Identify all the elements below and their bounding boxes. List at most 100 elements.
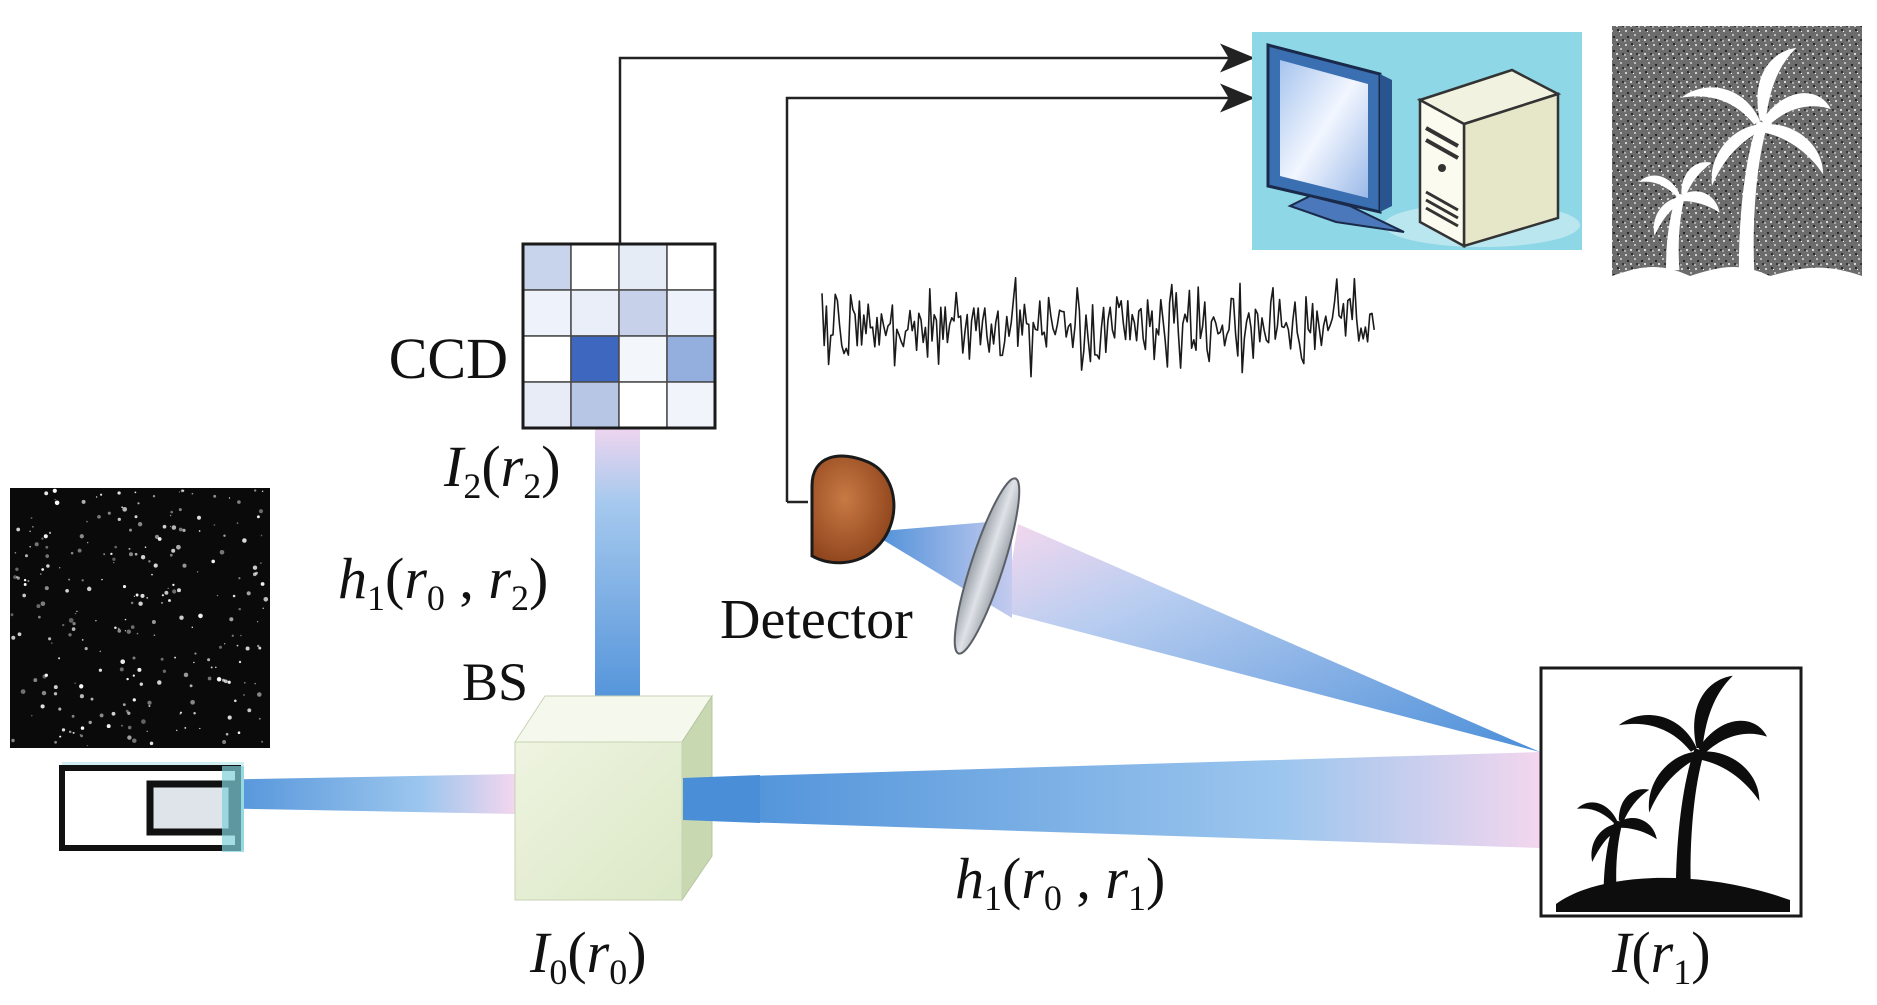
speckle-dot (22, 593, 27, 598)
speckle-dot (48, 637, 52, 641)
speckle-dot (231, 634, 234, 637)
speckle-dot (121, 724, 123, 727)
speckle-dot (100, 493, 103, 496)
speckle-dot (211, 559, 215, 564)
speckle-dot (31, 714, 33, 717)
speckle-dot (223, 534, 226, 537)
speckle-dot (80, 734, 83, 738)
speckle-dot (72, 621, 76, 626)
speckle-dot (68, 578, 71, 581)
speckle-dot (126, 629, 132, 634)
reconstructed-image (1612, 26, 1862, 276)
speckle-dot (51, 642, 53, 644)
speckle-dot (168, 599, 171, 602)
speckle-dot (13, 575, 17, 579)
speckle-dot (11, 635, 16, 640)
ccd-pixel (618, 335, 668, 383)
ccd-pixel (666, 243, 716, 291)
speckle-dot (260, 534, 263, 537)
speckle-dot (210, 666, 213, 669)
speckle-dot (213, 524, 216, 526)
laser-to-bs-beam (205, 774, 515, 814)
speckle-dot (99, 713, 104, 718)
speckle-dot (45, 554, 50, 558)
speckle-dot (137, 667, 142, 672)
speckle-dot (176, 544, 181, 550)
speckle-dot (15, 567, 19, 572)
speckle-dot (157, 537, 162, 541)
speckle-dot (178, 491, 181, 493)
speckle-dot (52, 488, 57, 493)
ccd-pixel (666, 289, 716, 337)
speckle-dot (16, 576, 18, 578)
speckle-dot (169, 525, 172, 528)
speckle-dot (117, 517, 121, 522)
speckle-dot (261, 490, 264, 493)
bs-to-object-beam-exit (683, 775, 760, 823)
speckle-dot (223, 679, 228, 684)
speckle-dot (44, 491, 49, 496)
speckle-dot (147, 700, 152, 705)
speckle-dot (132, 738, 137, 743)
speckle-dot (193, 661, 195, 664)
speckle-dot (90, 697, 94, 701)
speckle-dot (132, 698, 136, 702)
speckle-dot (41, 568, 45, 571)
speckle-dot (137, 502, 140, 505)
speckle-dot (119, 667, 124, 672)
speckle-dot (29, 545, 32, 548)
speckle-dot (32, 525, 34, 528)
speckle-dot (107, 511, 111, 515)
speckle-dot (48, 531, 52, 535)
speckle-dot (153, 634, 156, 637)
speckle-dot (126, 677, 129, 681)
object-to-lens-beam (1004, 524, 1540, 752)
speckle-dot (106, 724, 111, 729)
speckle-dot (180, 489, 184, 493)
speckle-dot (81, 499, 86, 504)
speckle-dot (199, 727, 201, 730)
speckle-dot (53, 685, 58, 690)
speckle-dot (242, 538, 247, 543)
speckle-dot (174, 656, 177, 659)
speckle-dot (101, 578, 103, 581)
speckle-dot (228, 497, 231, 499)
speckle-dot (245, 646, 250, 651)
ccd-pixel (522, 381, 572, 429)
lens-icon (953, 477, 1021, 655)
ccd-signal-wire (618, 43, 1255, 244)
speckle-dot (68, 618, 74, 623)
speckle-dot (74, 682, 76, 684)
speckle-dot (184, 726, 187, 729)
speckle-dot (68, 633, 72, 637)
speckle-dot (59, 567, 61, 569)
speckle-dot (134, 491, 137, 494)
speckle-dot (240, 634, 242, 637)
ccd-pixel (618, 243, 668, 291)
speckle-dot (133, 595, 136, 597)
palm-object-icon (1539, 666, 1803, 918)
speckle-dot (103, 553, 106, 556)
speckle-dot (41, 690, 47, 696)
speckle-dot (117, 491, 121, 495)
speckle-dot (72, 731, 75, 734)
speckle-dot (14, 551, 17, 554)
speckle-dot (254, 489, 257, 492)
speckle-dot (79, 734, 81, 736)
ccd-pixel (570, 381, 620, 429)
speckle-dot (112, 557, 116, 561)
speckle-dot (148, 560, 151, 563)
speckle-dot (86, 744, 89, 747)
speckle-dot (41, 537, 44, 540)
speckle-dot (139, 682, 143, 686)
speckle-dot (122, 585, 127, 589)
speckle-dot (257, 644, 260, 648)
speckle-dot (179, 615, 184, 620)
speckle-dot (130, 601, 134, 605)
speckle-dot (98, 668, 103, 672)
speckle-dot (54, 740, 57, 744)
speckle-dot (227, 715, 232, 720)
speckle-dot (23, 583, 27, 586)
speckle-dot (169, 553, 173, 557)
speckle-dot (238, 660, 242, 664)
